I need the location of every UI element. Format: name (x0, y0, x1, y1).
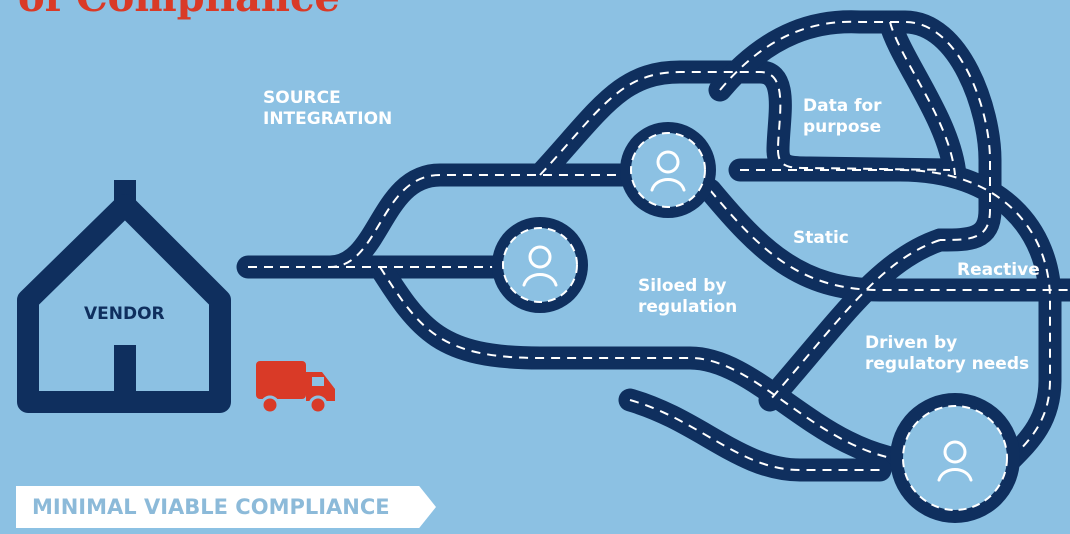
road-bottom-lane (629, 399, 880, 471)
label-siloed: Siloed by regulation (638, 276, 738, 317)
person-icon (522, 245, 558, 287)
road-top-branch-lane (889, 21, 956, 176)
label-driven: Driven by regulatory needs (865, 333, 1030, 374)
road-loop-inner-lane (777, 149, 951, 171)
hub-center (620, 122, 716, 218)
road-lower-lane (379, 266, 921, 463)
hub-bottom (890, 393, 1020, 523)
label-data-for-purpose: Data for purpose (803, 96, 882, 137)
label-static: Static (793, 228, 849, 248)
hub-left (492, 217, 588, 313)
house-icon (17, 180, 231, 413)
page-title: of Compliance (18, 0, 340, 18)
banner-minimal-viable-compliance: MINIMAL VIABLE COMPLIANCE (16, 486, 436, 528)
truck-icon (256, 361, 335, 415)
person-icon (937, 440, 973, 482)
label-reactive: Reactive (957, 260, 1040, 280)
road-east-lane (740, 169, 1051, 461)
road-upper-lane (539, 71, 782, 176)
label-source-integration: SOURCE INTEGRATION (263, 88, 393, 129)
label-vendor: VENDOR (84, 304, 165, 324)
road-cross-lane (769, 239, 941, 401)
road-lane-markings (248, 20, 1070, 471)
road-loop-outer-lane (719, 20, 991, 241)
person-icon (650, 150, 686, 192)
banner-text: MINIMAL VIABLE COMPLIANCE (32, 495, 390, 519)
